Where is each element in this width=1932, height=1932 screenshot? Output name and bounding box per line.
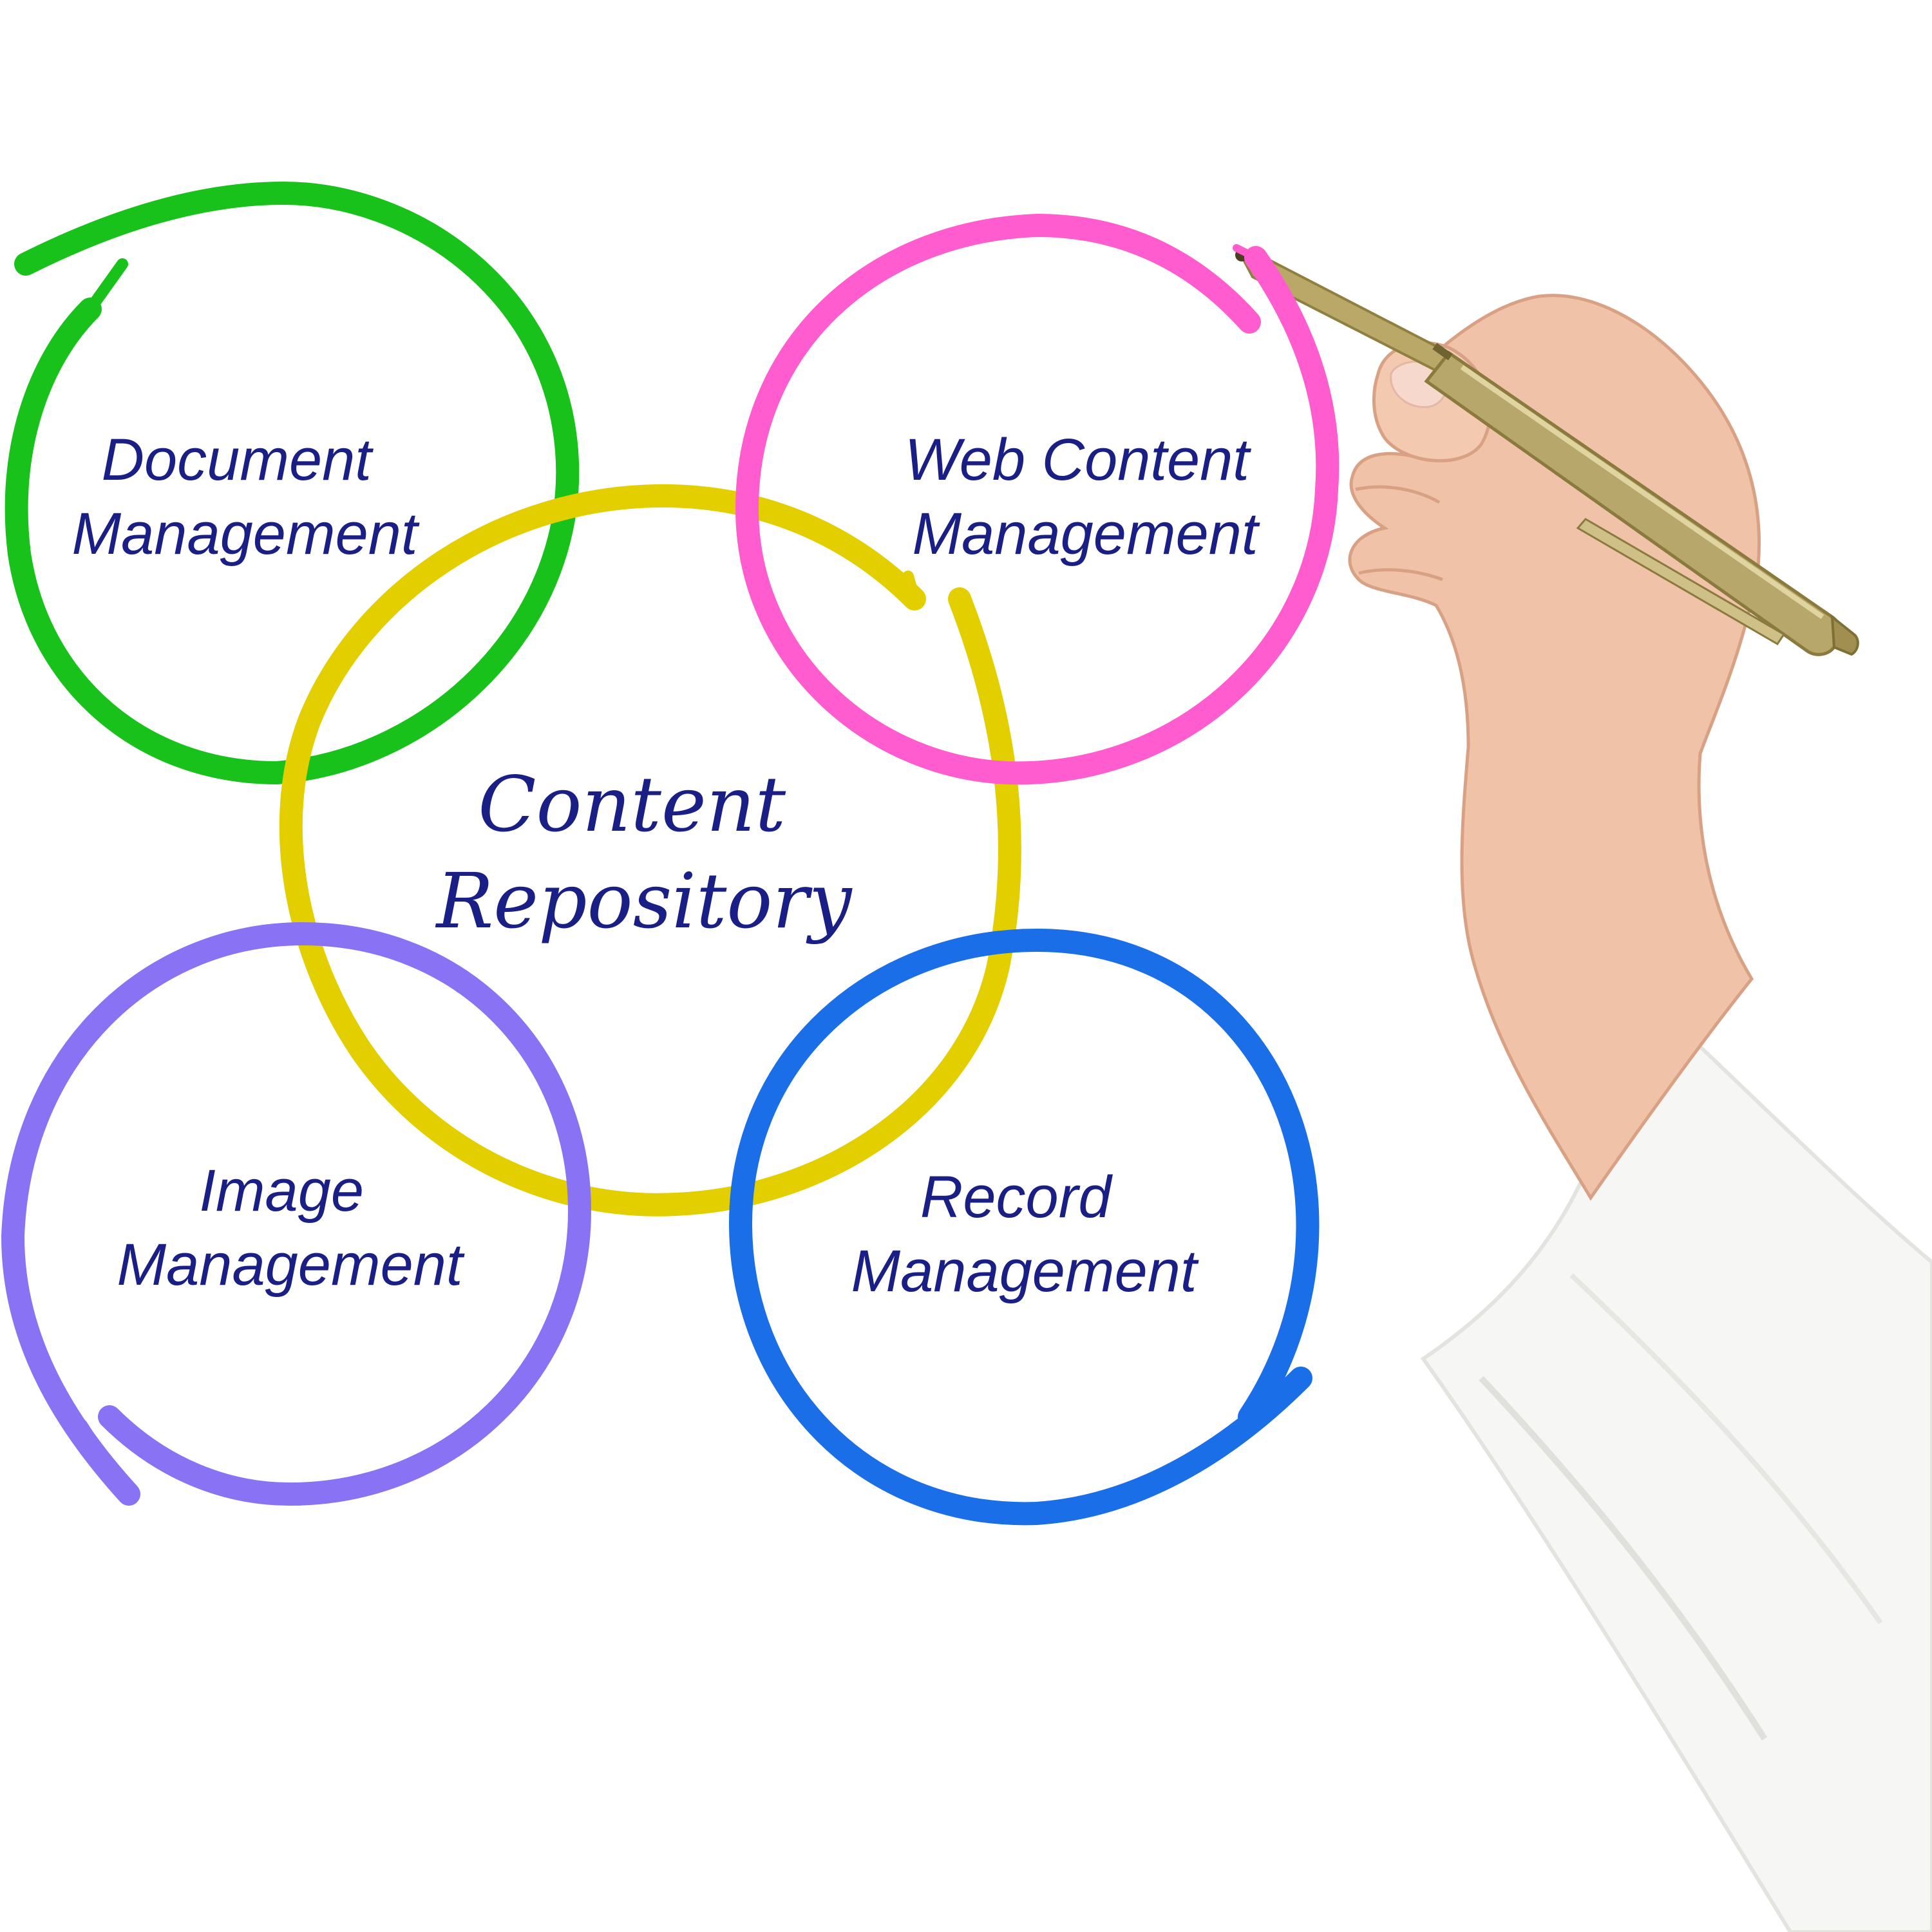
content-repository-circle [279, 484, 1021, 1217]
image-circle [1, 922, 592, 1506]
sleeve-fold [1479, 1376, 1768, 1741]
finger-crease [1358, 568, 1443, 582]
sleeve-fold [1569, 1273, 1883, 1625]
document-label-line-1: Document [102, 427, 374, 493]
document-label: Document Management [72, 427, 420, 567]
record-label-line-1: Record [920, 1164, 1113, 1230]
record-circle [728, 928, 1320, 1526]
record-label: Record Management [851, 1164, 1199, 1304]
finger-crease [1355, 485, 1441, 504]
center-label-line-2: Repository [435, 857, 852, 945]
web-content-circle [735, 213, 1340, 785]
document-label-line-2: Management [72, 501, 420, 567]
web-content-label-line-2: Management [913, 501, 1260, 567]
center-label: Content Repository [435, 760, 852, 945]
sleeve [1420, 981, 1932, 1932]
image-label-line-1: Image [199, 1158, 364, 1224]
document-circle [5, 181, 580, 785]
image-label-line-2: Management [117, 1232, 465, 1298]
web-content-label: Web Content Management [905, 427, 1266, 567]
record-label-line-2: Management [851, 1238, 1199, 1304]
web-content-label-line-1: Web Content [905, 427, 1252, 493]
image-label: Image Management [117, 1158, 465, 1298]
center-label-line-1: Content [478, 760, 786, 849]
